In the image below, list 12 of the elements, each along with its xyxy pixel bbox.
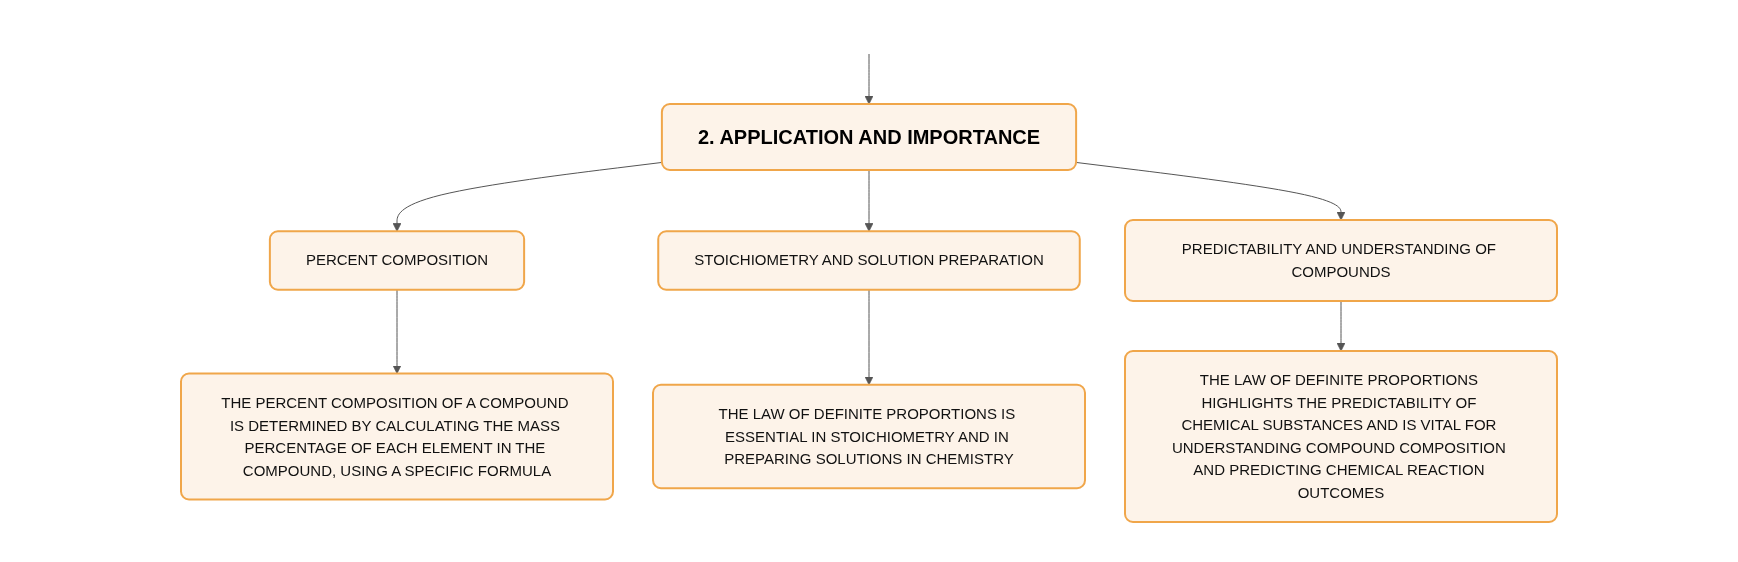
- node-box: THE PERCENT COMPOSITION OF A COMPOUND IS DETERMINED BY CALCULATING THE MASS PERCENTAGE OF EACH ELEMENT IN THE COMPOUND, USING A SPECIFIC FORMULA: [180, 372, 614, 501]
- arrow: [864, 169, 874, 232]
- arrow: [864, 289, 874, 386]
- arrow: [864, 53, 874, 105]
- arrow: [1336, 300, 1346, 352]
- node-box: STOICHIOMETRY AND SOLUTION PREPARATION: [657, 230, 1081, 291]
- node-box: THE LAW OF DEFINITE PROPORTIONS IS ESSENTIAL IN STOICHIOMETRY AND IN PREPARING SOLUTIONS IN CHEMISTRY: [652, 383, 1086, 490]
- node-box: THE LAW OF DEFINITE PROPORTIONS HIGHLIGHTS THE PREDICTABILITY OF CHEMICAL SUBSTANCES AND IS VITAL FOR UNDERSTANDING COMPOUND COMPOSITION AND PREDICTING CHEMICAL REACTION OUTCOMES: [1124, 350, 1558, 523]
- node-box: PERCENT COMPOSITION: [268, 230, 526, 291]
- arrow: [392, 289, 402, 374]
- node-box: 2. APPLICATION AND IMPORTANCE: [660, 103, 1078, 171]
- node-box: PREDICTABILITY AND UNDERSTANDING OF COMPOUNDS: [1124, 219, 1558, 302]
